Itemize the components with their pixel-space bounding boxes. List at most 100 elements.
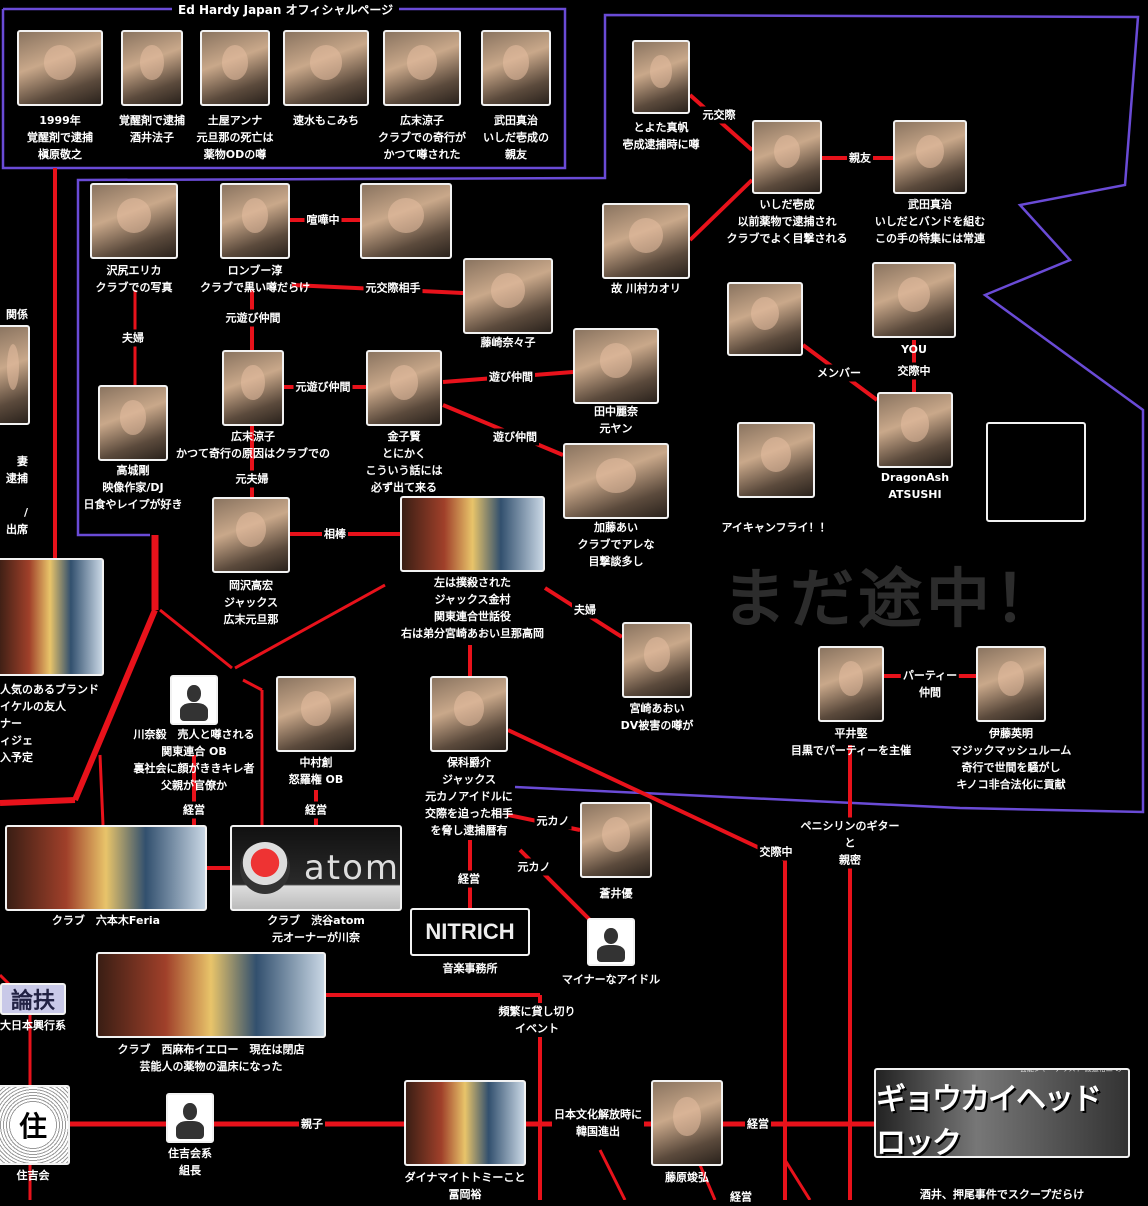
- kaneko-photo[interactable]: [366, 350, 442, 426]
- nitrich-logo[interactable]: NITRICH: [410, 908, 530, 956]
- caption-line: 壱成逮捕時に噂: [622, 138, 700, 151]
- ito-caption: 伊藤英明マジックマッシュルーム奇行で世間を騒がしキノコ非合法化に貢献: [951, 725, 1072, 793]
- nakamura-photo[interactable]: [276, 676, 356, 752]
- caption-line: 関東連合世話役: [434, 610, 511, 623]
- relationship-link: [159, 608, 233, 670]
- relation-label-shinyu: 親友: [847, 149, 873, 167]
- empty-slot-photo[interactable]: [986, 422, 1086, 522]
- tommy-caption: ダイナマイトトミーこと冨岡裕: [405, 1169, 526, 1203]
- sumiyoshi-logo[interactable]: 住: [0, 1085, 70, 1165]
- caption-line: かつて噂された: [383, 148, 461, 161]
- feria-photo[interactable]: [5, 825, 207, 911]
- atom-logo[interactable]: atom: [230, 825, 402, 911]
- toyota-caption: とよた真帆壱成逮捕時に噂: [623, 119, 700, 153]
- relation-label-line: 夫婦: [574, 603, 596, 617]
- group-title-ed-hardy[interactable]: Ed Hardy Japan オフィシャルページ: [172, 1, 400, 18]
- caption-line: 土屋アンナ: [207, 114, 263, 127]
- takeda-top-photo[interactable]: [481, 30, 551, 106]
- dainippon-logo[interactable]: 論扶: [0, 983, 66, 1015]
- left-brand-photo[interactable]: [0, 558, 104, 676]
- fujiwara-photo[interactable]: [651, 1080, 723, 1166]
- ronbu-photo[interactable]: [220, 183, 290, 259]
- relation-label-kousaichu1: 交際中: [895, 362, 933, 380]
- okazawa-photo[interactable]: [212, 497, 290, 573]
- ishida-photo[interactable]: [752, 120, 822, 194]
- hirai-photo[interactable]: [818, 646, 884, 722]
- relation-label-keiei2: 経営: [303, 801, 329, 819]
- gyoukai-subtitle: 芸能ジャーナリスト 渡邉裕二 の: [1019, 1068, 1122, 1073]
- hoshina-caption: 保科爵介ジャックス元カノアイドルに交際を迫った相手を脅し逮捕暦有: [425, 754, 513, 839]
- caption-line: マジックマッシュルーム: [950, 744, 1072, 757]
- kaneko-caption: 金子賢とにかくこういう話には必ず出て来る: [366, 428, 443, 496]
- caption-line: 覚醒剤で逮捕: [27, 131, 93, 144]
- hoshina-photo[interactable]: [430, 676, 508, 752]
- fujisaki-photo[interactable]: [463, 258, 553, 334]
- aikyan-photo[interactable]: [737, 422, 815, 498]
- yellow-photo[interactable]: [96, 952, 326, 1038]
- relation-label-line: 遊び仲間: [489, 370, 533, 384]
- takeda-photo[interactable]: [893, 120, 967, 194]
- tsuchiya-photo[interactable]: [200, 30, 270, 106]
- kawana-photo[interactable]: [170, 675, 218, 725]
- relation-label-motofuufu: 元夫婦: [233, 470, 271, 488]
- aoi-photo[interactable]: [580, 802, 652, 878]
- toyota-photo[interactable]: [632, 40, 690, 114]
- minor-idol-photo[interactable]: [587, 918, 635, 966]
- jacks-caption: 左は撲殺されたジャックス金村関東連合世話役右は弟分宮崎あおい旦那高岡: [401, 574, 544, 642]
- caption-line: ATSUSHI: [888, 488, 942, 501]
- left-top-photo[interactable]: [0, 325, 30, 425]
- gyoukai-logo[interactable]: 芸能ジャーナリスト 渡邉裕二 のギョウカイヘッドロック: [874, 1068, 1130, 1158]
- caption-line: 沢尻エリカ: [106, 264, 162, 277]
- jacks-photo[interactable]: [400, 496, 545, 572]
- hayami-photo[interactable]: [283, 30, 369, 106]
- atsushi-photo[interactable]: [877, 392, 953, 468]
- group-border-main: [76, 13, 1145, 814]
- foreign-woman-photo[interactable]: [360, 183, 452, 259]
- kawamura-photo[interactable]: [602, 203, 690, 279]
- relation-label-line: 元遊び仲間: [225, 311, 281, 325]
- relation-label-kashikiri: 頻繁に貸し切りイベント: [496, 1003, 578, 1037]
- caption-line: 映像作家/DJ: [102, 481, 164, 494]
- miyazaki-photo[interactable]: [622, 622, 692, 698]
- caption-line: DV被害の噂が: [620, 719, 694, 732]
- tommy-photo[interactable]: [404, 1080, 526, 1166]
- kumicho-photo[interactable]: [166, 1093, 214, 1143]
- caption-line: かつて奇行の原因はクラブでの: [176, 447, 330, 460]
- caption-line: 槇原敬之: [38, 148, 82, 161]
- caption-line: 伊藤英明: [988, 727, 1033, 740]
- relation-label-keiei1: 経営: [181, 801, 207, 819]
- caption-line: アイキャンフライ！！: [721, 521, 831, 534]
- tanaka-photo[interactable]: [573, 328, 659, 404]
- sawajiri-photo[interactable]: [90, 183, 178, 259]
- caption-line: こういう話には: [365, 464, 443, 477]
- takeda-top-caption: 武田真治いしだ壱成の親友: [483, 112, 549, 163]
- hirosue-photo[interactable]: [222, 350, 284, 426]
- relation-label-line: 経営: [458, 872, 480, 886]
- caption-line: 酒井、押尾事件でスクープだらけ: [919, 1188, 1085, 1201]
- okazawa-caption: 岡沢高宏ジャックス広末元旦那: [224, 577, 279, 628]
- hirosue-top-photo[interactable]: [383, 30, 461, 106]
- kato-photo[interactable]: [563, 443, 669, 519]
- takashiro-photo[interactable]: [98, 385, 168, 461]
- caption-line: 川奈毅 売人と噂される: [133, 728, 255, 741]
- caption-line: クラブで黒い噂だらけ: [200, 281, 310, 294]
- caption-line: 金子賢: [387, 430, 421, 443]
- relation-label-line: 元夫婦: [235, 472, 269, 486]
- caption-line: 元旦那の死亡は: [196, 131, 274, 144]
- caption-line: 保科爵介: [447, 756, 491, 769]
- caption-line: 芸能人の薬物の温床になった: [139, 1060, 283, 1073]
- relation-label-line: 元交際相手: [365, 281, 421, 295]
- relationship-link: [72, 608, 158, 802]
- makihara-photo[interactable]: [17, 30, 103, 106]
- glasses-man-photo[interactable]: [727, 282, 803, 356]
- relation-label-line: イベント: [515, 1022, 559, 1035]
- you-photo[interactable]: [872, 262, 956, 338]
- caption-line: 音楽事務所: [442, 962, 498, 975]
- ito-photo[interactable]: [976, 646, 1046, 722]
- relation-label-line: 遊び仲間: [493, 430, 537, 444]
- sakai-photo[interactable]: [121, 30, 183, 106]
- relation-label-kenka: 喧嘩中: [304, 211, 342, 229]
